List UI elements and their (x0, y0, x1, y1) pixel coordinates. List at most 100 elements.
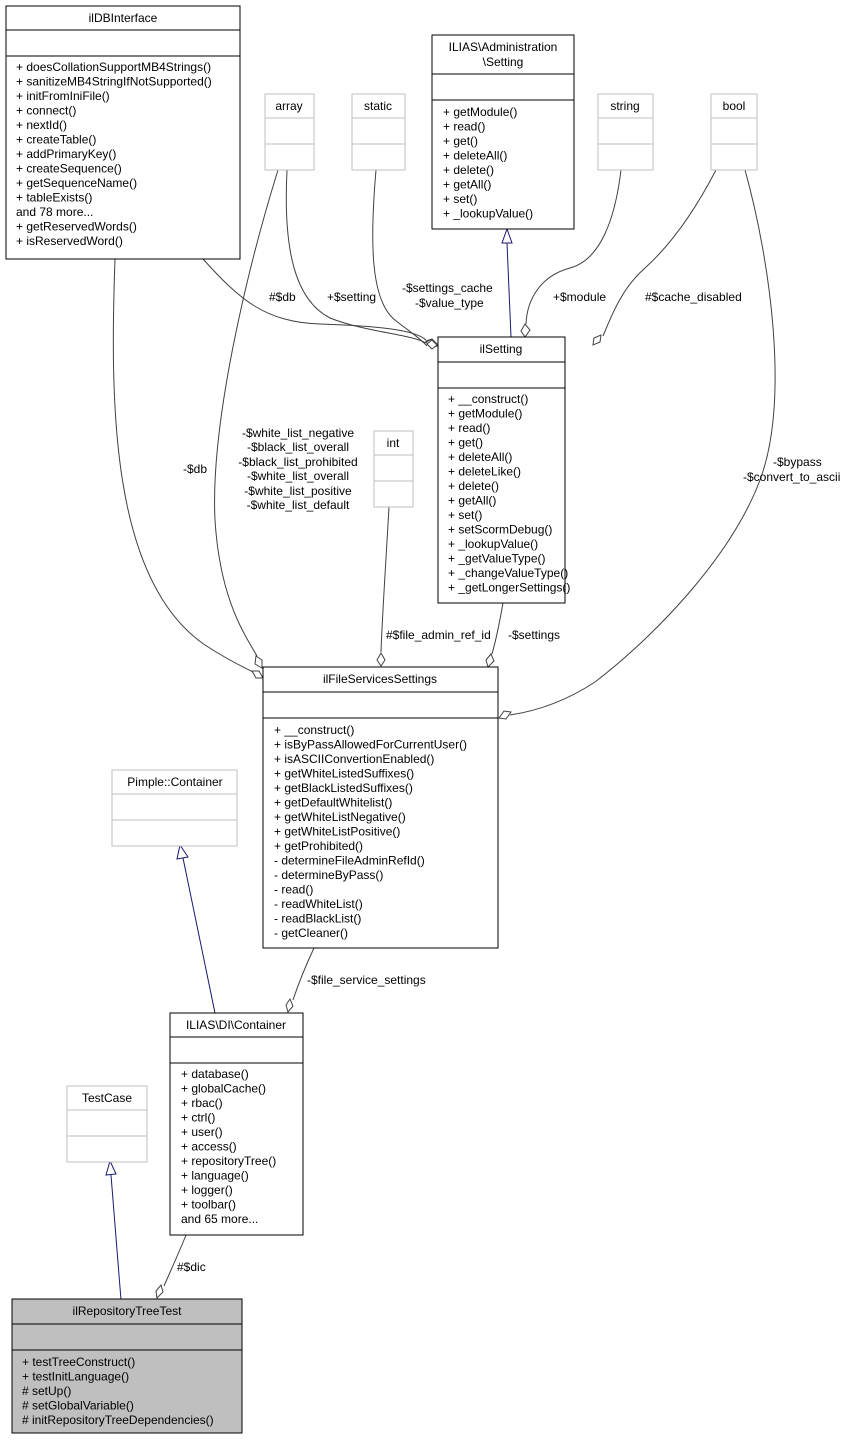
method-item: + repositoryTree() (181, 1154, 276, 1168)
aggregation-diamond (251, 670, 264, 679)
method-item: + _lookupValue() (443, 207, 533, 221)
method-item: + getProhibited() (274, 839, 363, 853)
method-item: + delete() (448, 479, 499, 493)
method-item: + getSequenceName() (16, 176, 137, 190)
method-item: + ctrl() (181, 1111, 215, 1125)
method-item: + get() (448, 436, 483, 450)
method-list: + __construct()+ getModule()+ read()+ ge… (448, 392, 570, 595)
method-item: + deleteAll() (443, 149, 507, 163)
method-item: and 78 more... (16, 205, 93, 219)
method-item: - readBlackList() (274, 912, 361, 926)
edge-label-value-type: -$value_type (415, 296, 484, 310)
class-name: ILIAS\DI\Container (186, 1018, 286, 1032)
edge-ilsetting-inherits-setting (506, 242, 512, 338)
method-item: + language() (181, 1169, 249, 1183)
method-item: + testInitLanguage() (22, 1370, 129, 1384)
method-item: + getAll() (443, 178, 491, 192)
class-bool[interactable]: bool (710, 93, 758, 171)
method-item: + globalCache() (181, 1082, 266, 1096)
class-pimple-container[interactable]: Pimple::Container (111, 769, 238, 847)
edge-dicontainer-repotest (163, 1234, 187, 1287)
method-item: + getModule() (443, 105, 517, 119)
edge-label-white-list-default: -$white_list_default (247, 498, 350, 512)
class-ilias-di-container[interactable]: ILIAS\DI\Container + database()+ globalC… (169, 1012, 304, 1236)
method-item: + _getValueType() (448, 552, 546, 566)
class-testcase[interactable]: TestCase (66, 1085, 148, 1163)
edge-int-filesettings (380, 506, 390, 653)
edge-label-bypass: -$bypass (773, 455, 822, 469)
method-item: + read() (443, 120, 485, 134)
aggregation-diamond (498, 710, 512, 720)
method-list: + testTreeConstruct()+ testInitLanguage(… (22, 1355, 214, 1427)
aggregation-diamond (520, 323, 531, 338)
class-ildbinterface[interactable]: ilDBInterface + doesCollationSupportMB4S… (5, 5, 241, 260)
class-ilfileservicessettings[interactable]: ilFileServicesSettings + __construct()+ … (262, 666, 499, 949)
method-item: # setUp() (22, 1384, 71, 1398)
edge-dicontainer-inherits-pimple (182, 857, 216, 1014)
method-item: + access() (181, 1140, 237, 1154)
class-ilrepositorytreetest[interactable]: ilRepositoryTreeTest + testTreeConstruct… (11, 1298, 243, 1434)
method-item: + createTable() (16, 133, 96, 147)
aggregation-diamond (285, 997, 294, 1014)
edge-label-convert-to-ascii: -$convert_to_ascii (743, 470, 840, 484)
method-item: + connect() (16, 104, 76, 118)
class-ilias-administration-setting[interactable]: ILIAS\Administration \Setting + getModul… (431, 34, 575, 230)
method-item: + setScormDebug() (448, 523, 552, 537)
method-item: + get() (443, 134, 478, 148)
method-item: + _changeValueType() (448, 566, 568, 580)
method-item: + rbac() (181, 1096, 223, 1110)
class-name-line1: ILIAS\Administration (449, 40, 558, 54)
method-item: + doesCollationSupportMB4Strings() (16, 60, 211, 74)
method-item: + __construct() (274, 723, 354, 737)
method-list: + doesCollationSupportMB4Strings()+ sani… (16, 60, 212, 248)
edge-repotest-inherits-testcase (110, 1174, 122, 1301)
method-item: + isByPassAllowedForCurrentUser() (274, 738, 467, 752)
edge-label-file-service-settings: -$file_service_settings (307, 973, 426, 987)
method-list: + getModule()+ read()+ get()+ deleteAll(… (443, 105, 533, 221)
method-item: - readWhiteList() (274, 897, 363, 911)
edge-label-cache-disabled: #$cache_disabled (645, 290, 742, 304)
edge-label-settings: -$settings (508, 628, 560, 642)
method-item: + getDefaultWhitelist() (274, 796, 392, 810)
method-item: + deleteAll() (448, 450, 512, 464)
diagram-edges (105, 169, 776, 1301)
method-item: + _getLongerSettings() (448, 581, 570, 595)
edge-label-white-list-negative: -$white_list_negative (242, 426, 354, 440)
edge-labels: #$db +$setting -$settings_cache -$value_… (177, 281, 840, 1274)
class-name-line2: \Setting (483, 55, 524, 69)
inherit-arrowhead (105, 1159, 117, 1176)
method-item: - determineFileAdminRefId() (274, 854, 425, 868)
method-item: + __construct() (448, 392, 528, 406)
edge-filesettings-dicontainer (292, 947, 315, 1001)
method-item: + set() (443, 192, 477, 206)
edge-bool-ilsetting (602, 169, 717, 337)
class-int[interactable]: int (373, 430, 414, 508)
edge-label-module: +$module (553, 290, 606, 304)
edge-label-settings-cache: -$settings_cache (402, 281, 493, 295)
method-item: and 65 more... (181, 1212, 258, 1226)
class-static[interactable]: static (351, 93, 406, 171)
method-item: + getBlackListedSuffixes() (274, 781, 413, 795)
edge-bool-filesettings (509, 169, 776, 716)
edge-label-dic: #$dic (177, 1260, 206, 1274)
method-item: + initFromIniFile() (16, 89, 110, 103)
class-string[interactable]: string (597, 93, 654, 171)
inherit-arrowhead (501, 227, 513, 244)
class-name: Pimple::Container (127, 775, 222, 789)
method-item: + database() (181, 1067, 249, 1081)
method-item: # initRepositoryTreeDependencies() (22, 1413, 214, 1427)
method-item: + tableExists() (16, 191, 92, 205)
class-name: static (364, 99, 392, 113)
edge-ildbinterface-ilsetting (202, 258, 427, 341)
edge-label-setting: +$setting (327, 290, 376, 304)
method-item: + getAll() (448, 494, 496, 508)
edge-label-file-admin-ref-id: #$file_admin_ref_id (386, 628, 491, 642)
aggregation-diamond (376, 651, 386, 667)
class-array[interactable]: array (264, 93, 315, 171)
method-item: + sanitizeMB4StringIfNotSupported() (16, 75, 212, 89)
method-list: + __construct()+ isByPassAllowedForCurre… (274, 723, 467, 940)
method-item: # setGlobalVariable() (22, 1399, 134, 1413)
method-item: + deleteLike() (448, 465, 521, 479)
class-ilsetting[interactable]: ilSetting + __construct()+ getModule()+ … (437, 336, 570, 604)
method-item: + testTreeConstruct() (22, 1355, 135, 1369)
